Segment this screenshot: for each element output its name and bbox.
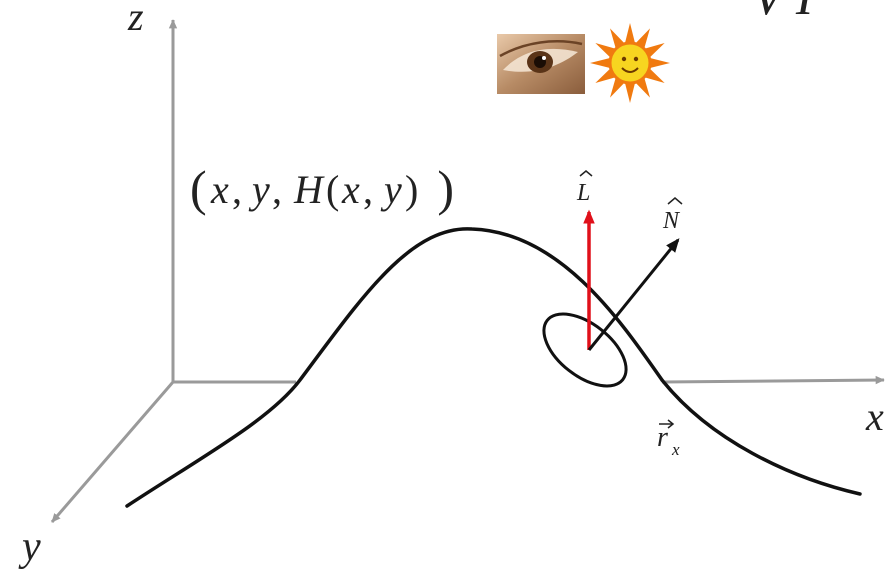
svg-text:L: L xyxy=(576,180,590,206)
surface-patch-ellipse xyxy=(542,312,628,388)
x-axis-label: x xyxy=(865,394,884,439)
svg-text:,: , xyxy=(232,167,242,212)
point-coordinate-label: ( x , y , H ( x , y ) ) xyxy=(190,160,454,216)
svg-text:,: , xyxy=(272,167,282,212)
normal-vector-arrow xyxy=(587,238,680,351)
sun-icon xyxy=(590,23,670,103)
svg-text:y: y xyxy=(380,167,402,212)
y-axis-label: y xyxy=(18,524,41,569)
svg-text:x: x xyxy=(210,167,229,212)
svg-text:(: ( xyxy=(326,167,339,212)
svg-text:y: y xyxy=(248,167,270,212)
svg-text:): ) xyxy=(437,160,454,216)
eye-photo-icon xyxy=(497,34,585,94)
svg-text:x: x xyxy=(671,440,680,459)
svg-text:r: r xyxy=(657,422,668,453)
corner-partial-title: V I xyxy=(752,0,816,26)
light-vector-label: L xyxy=(576,170,593,206)
svg-text:(: ( xyxy=(190,160,207,216)
x-axis-right-segment xyxy=(661,375,885,385)
svg-text:x: x xyxy=(341,167,360,212)
svg-text:): ) xyxy=(405,167,418,212)
z-axis-label: z xyxy=(127,0,144,39)
y-axis xyxy=(50,381,175,523)
normal-vector-label: N xyxy=(662,197,683,234)
tangent-vector-label: r x xyxy=(657,419,680,459)
surface-curve xyxy=(125,227,862,508)
svg-text:H: H xyxy=(293,167,325,212)
svg-text:N: N xyxy=(662,208,681,234)
svg-text:,: , xyxy=(363,167,373,212)
